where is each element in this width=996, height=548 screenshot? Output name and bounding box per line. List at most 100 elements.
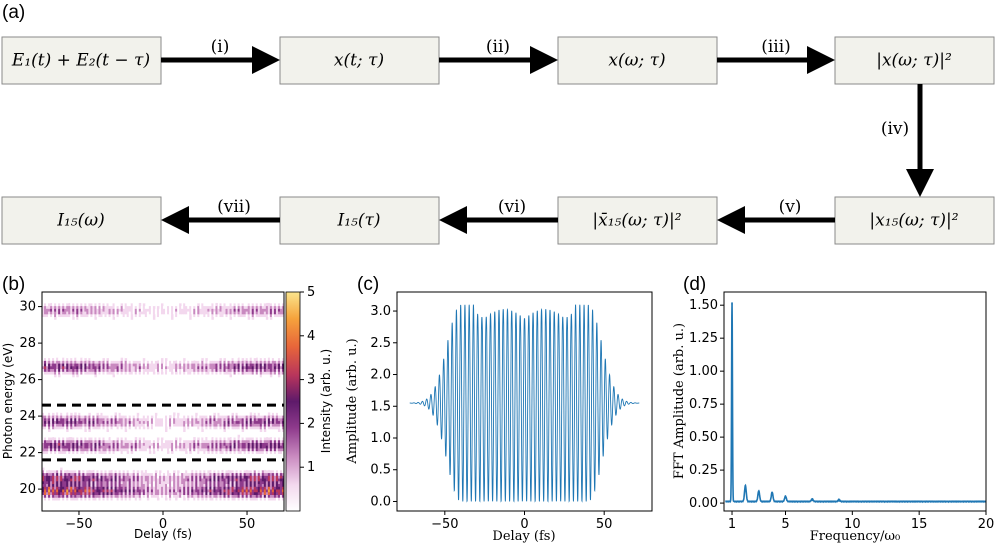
heatmap-cell — [281, 442, 284, 446]
heatmap-cell — [102, 445, 105, 449]
heatmap-cell — [108, 371, 111, 375]
heatmap-cell — [199, 406, 202, 411]
heatmap-cell — [219, 448, 222, 452]
heatmap-cell — [136, 469, 140, 474]
heatmap-cell — [56, 423, 59, 427]
heatmap-cell — [142, 363, 146, 367]
heatmap-cell — [152, 475, 156, 479]
heatmap-cell — [273, 365, 277, 370]
heatmap-cell — [90, 363, 93, 367]
heatmap-cell — [237, 423, 241, 427]
heatmap-cell — [160, 311, 164, 315]
heatmap-cell — [189, 480, 192, 485]
heatmap-cell — [273, 313, 277, 318]
heatmap-cell — [70, 311, 73, 315]
heatmap-cell — [48, 483, 51, 487]
heatmap-cell — [199, 417, 202, 422]
heatmap-cell — [92, 368, 95, 372]
heatmap-cell — [104, 316, 107, 320]
heatmap-cell — [243, 491, 247, 495]
heatmap-cell — [237, 428, 241, 433]
heatmap-cell — [247, 302, 251, 307]
heatmap-cell — [92, 489, 95, 493]
heatmap-cell — [66, 486, 69, 490]
heatmap-cell — [142, 448, 146, 452]
heatmap-cell — [82, 305, 85, 309]
heatmap-cell — [229, 308, 232, 312]
heatmap-cell — [88, 445, 91, 449]
heatmap-cell — [213, 467, 216, 471]
heatmap-cell — [92, 420, 95, 424]
heatmap-cell — [116, 426, 120, 430]
heatmap-cell — [128, 311, 132, 315]
heatmap-cell — [163, 368, 166, 372]
heatmap-cell — [165, 483, 168, 487]
heatmap-cell — [199, 478, 202, 482]
heatmap-cell — [130, 302, 134, 307]
heatmap-cell — [62, 450, 65, 454]
heatmap-cell — [54, 453, 57, 457]
heatmap-cell — [42, 409, 45, 413]
heatmap-cell — [56, 497, 59, 501]
heatmap-cell — [249, 491, 253, 495]
heatmap-cell — [92, 371, 95, 375]
heatmap-cell — [209, 472, 212, 476]
heatmap-cell — [281, 502, 284, 506]
heatmap-cell — [122, 313, 126, 318]
heatmap-cell — [165, 472, 168, 476]
heatmap-cell — [146, 431, 150, 435]
heatmap-cell — [158, 412, 162, 416]
heatmap-cell — [136, 417, 140, 422]
heatmap-cell — [251, 494, 255, 498]
heatmap-cell — [124, 480, 128, 485]
heatmap-cell — [66, 489, 69, 493]
heatmap-cell — [267, 450, 271, 454]
heatmap-cell — [102, 494, 105, 498]
heatmap-cell — [253, 357, 257, 361]
heatmap-cell — [152, 448, 156, 452]
heatmap-cell — [80, 472, 83, 476]
heatmap-cell — [263, 360, 267, 364]
heatmap-cell — [189, 371, 192, 375]
heatmap-cell — [156, 368, 160, 372]
heatmap-cell — [140, 486, 144, 490]
heatmap-cell — [112, 371, 115, 375]
heatmap-cell — [86, 453, 89, 457]
heatmap-cell — [217, 333, 220, 337]
heatmap-cell — [128, 412, 132, 416]
heatmap-cell — [197, 450, 200, 454]
heatmap-cell — [217, 371, 220, 375]
heatmap-cell — [72, 420, 75, 424]
heatmap-cell — [52, 349, 55, 353]
heatmap-cell — [60, 305, 63, 309]
heatmap-cell — [68, 368, 71, 372]
heatmap-cell — [148, 420, 152, 424]
heatmap-cell — [100, 469, 103, 474]
heatmap-cell — [136, 360, 140, 364]
heatmap-cell — [261, 357, 265, 361]
heatmap-cell — [165, 491, 168, 495]
heatmap-cell — [112, 472, 115, 476]
heatmap-cell — [126, 313, 130, 318]
heatmap-cell — [231, 497, 234, 501]
heatmap-cell — [271, 494, 275, 498]
heatmap-cell — [44, 500, 47, 504]
heatmap-cell — [42, 417, 45, 422]
heatmap-cell — [152, 300, 156, 304]
heatmap-cell — [116, 360, 120, 364]
heatmap-cell — [128, 426, 132, 430]
heatmap-cell — [138, 437, 142, 441]
heatmap-cell — [44, 491, 47, 495]
heatmap-cell — [142, 472, 146, 476]
heatmap-cell — [229, 469, 232, 474]
heatmap-cell — [281, 368, 284, 372]
heatmap-cell — [82, 426, 85, 430]
heatmap-cell — [48, 313, 51, 318]
heatmap-cell — [197, 475, 200, 479]
heatmap-cell — [150, 475, 154, 479]
heatmap-cell — [112, 497, 115, 501]
heatmap-cell — [120, 475, 124, 479]
heatmap-cell — [211, 357, 214, 361]
heatmap-cell — [62, 437, 65, 441]
heatmap-cell — [167, 305, 170, 309]
